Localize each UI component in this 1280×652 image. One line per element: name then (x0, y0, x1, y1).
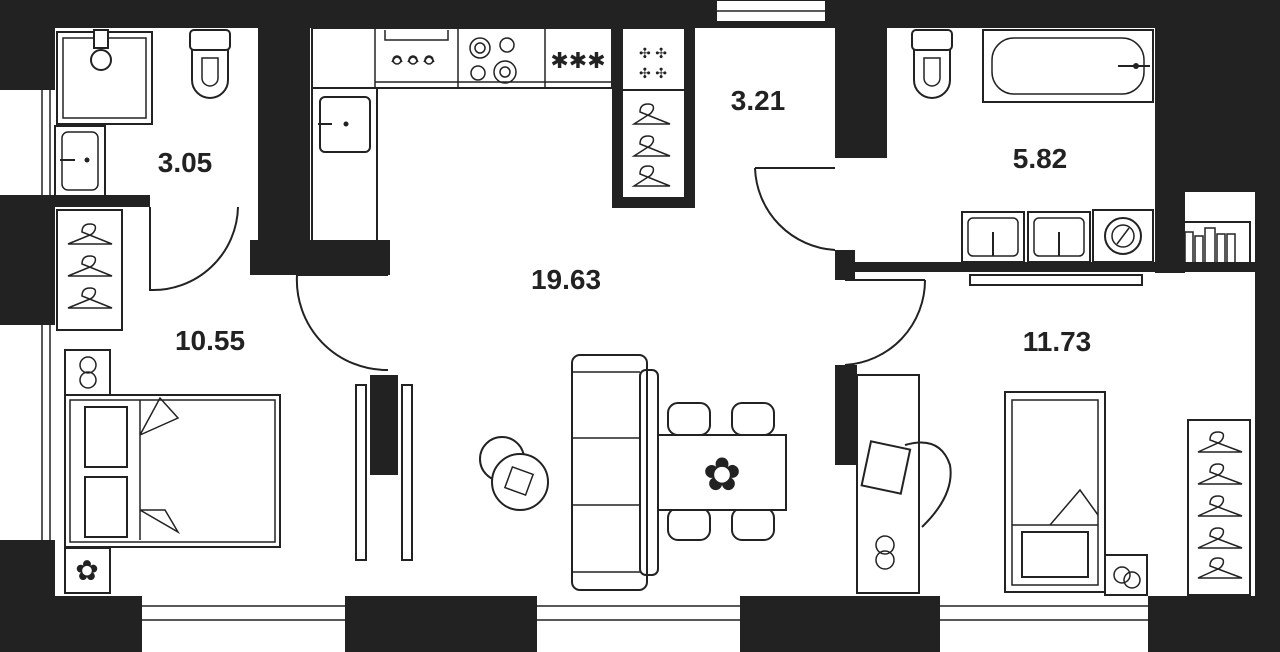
svg-text:✣ ✣: ✣ ✣ (639, 66, 667, 82)
room-area-bedroom-right: 11.73 (1023, 326, 1092, 357)
room-area-bathroom-large: 5.82 (1013, 143, 1068, 174)
room-area-bathroom-small: 3.05 (158, 147, 213, 178)
desk-icon (856, 374, 952, 594)
bed-icon (1004, 391, 1106, 593)
washing-machine-icon (1092, 209, 1154, 263)
toilet-icon (911, 29, 953, 99)
sink-icon (54, 125, 106, 197)
shelf (969, 274, 1143, 286)
books-icon (1164, 221, 1251, 268)
nightstand-lamp-icon (1104, 554, 1148, 596)
coffee-table-icon (479, 436, 549, 511)
svg-text:✣ ✣: ✣ ✣ (639, 46, 667, 62)
oven-icon (384, 30, 449, 65)
room-area-living-kitchen: 19.63 (531, 264, 601, 295)
sofa-icon (571, 354, 659, 591)
bed-icon (64, 394, 281, 548)
room-area-hallway: 3.21 (731, 85, 786, 116)
wardrobe-right (1187, 419, 1251, 596)
room-area-bedroom-left: 10.55 (175, 325, 245, 356)
sink-icon (961, 211, 1091, 263)
windows (41, 0, 1148, 621)
svg-text:✱✱✱: ✱✱✱ (550, 49, 605, 74)
toilet-icon (189, 29, 231, 99)
shower-icon (56, 29, 153, 125)
flower-icon: ✿ (64, 547, 111, 594)
dishwasher-icon: ✱✱✱ (550, 49, 605, 74)
doors (149, 167, 927, 561)
kitchen-sink-icon (318, 96, 371, 153)
bathtub-icon (982, 29, 1154, 103)
kitchen-counter (311, 27, 613, 243)
dining-table-icon: ✿ (657, 402, 787, 541)
nightstand-lamp-icon (64, 349, 111, 396)
wardrobe-left (56, 209, 123, 331)
cooktop-icon: ✣ ✣ ✣ ✣ (621, 27, 686, 91)
stove-icon (469, 37, 517, 84)
svg-text:✿: ✿ (75, 554, 98, 587)
svg-text:✿: ✿ (703, 447, 742, 501)
hanger-icon (631, 103, 671, 187)
wardrobe-hall (621, 89, 686, 199)
